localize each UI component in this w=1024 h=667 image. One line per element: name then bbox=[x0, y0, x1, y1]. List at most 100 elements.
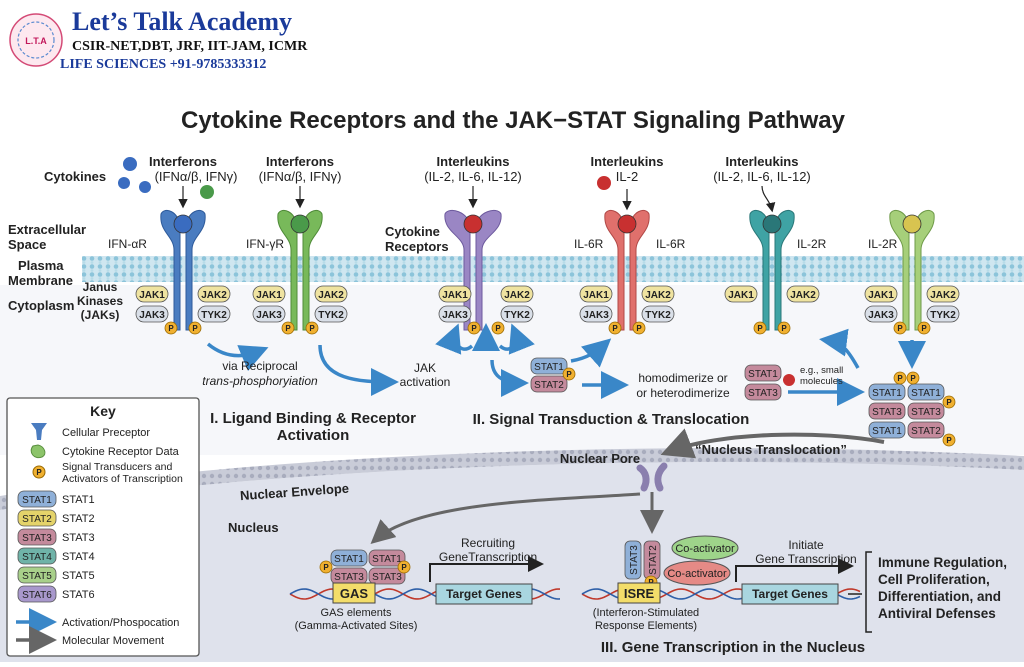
reciprocal-arrow bbox=[206, 342, 269, 371]
jak-chip-jak2-label: JAK2 bbox=[201, 290, 227, 301]
jak-chip-jak3-label: JAK3 bbox=[442, 310, 468, 321]
jak-chip-jak1: JAK1 bbox=[252, 285, 286, 303]
phosphate-label: P bbox=[946, 436, 952, 445]
isre-target-genes bbox=[741, 583, 839, 605]
jak-chip-tyk2: TYK2 bbox=[926, 305, 960, 323]
phosphate-label: P bbox=[495, 324, 501, 333]
gas-label: GAS bbox=[340, 586, 369, 601]
jak-chip-tyk2-label: TYK2 bbox=[645, 310, 671, 321]
cytokine-receptor bbox=[604, 210, 650, 331]
phosphate-group: P bbox=[753, 321, 767, 335]
receptor-label-il2r-2: IL-2R bbox=[868, 237, 898, 251]
nucleus-label: Nucleus bbox=[228, 520, 279, 535]
key-stat-badge: STAT6 bbox=[22, 590, 52, 601]
cytokine-ligand bbox=[139, 181, 151, 193]
phosphate-label: P bbox=[921, 324, 927, 333]
bound-cytokine bbox=[902, 214, 922, 234]
cytokine-ligand bbox=[597, 176, 611, 190]
gas-box bbox=[332, 582, 376, 604]
phosphate-label: P bbox=[897, 324, 903, 333]
phosphate-group: P bbox=[632, 321, 646, 335]
phosphate-group: P bbox=[397, 560, 411, 574]
header-interferons-2-sub: (IFNα/β, IFNγ) bbox=[259, 169, 342, 184]
phosphate-label: P bbox=[757, 324, 763, 333]
key-receptor-label: Cellular Preceptor bbox=[62, 427, 150, 439]
jak-chip-tyk2: TYK2 bbox=[641, 305, 675, 323]
translocation-arrow bbox=[660, 428, 885, 459]
nucleus-region bbox=[0, 462, 1024, 662]
isre-target-label: Target Genes bbox=[752, 587, 828, 601]
brand-subtitle: CSIR-NET,DBT, JRF, IIT-JAM, ICMR bbox=[72, 39, 308, 54]
phosphate-label: P bbox=[897, 374, 903, 383]
phosphate-label: P bbox=[401, 563, 407, 572]
cytoplasm-label: Cytoplasm bbox=[8, 298, 74, 313]
stat-chip-stat3: STAT3 bbox=[368, 567, 406, 585]
cytokine-receptor bbox=[889, 210, 935, 331]
stat-chip-stat3: STAT3 bbox=[624, 540, 642, 580]
key-stat-label: STAT6 bbox=[62, 589, 95, 601]
jak-chip-jak2: JAK2 bbox=[786, 285, 820, 303]
jak-chip-jak2-label: JAK2 bbox=[790, 290, 816, 301]
phosphate-group: P bbox=[164, 321, 178, 335]
stat-chip-stat2-label: STAT2 bbox=[911, 426, 941, 437]
receptor-label-ifn-gamma: IFN-γR bbox=[246, 237, 284, 251]
bound-cytokine bbox=[617, 214, 637, 234]
stat-chip-stat1-label: STAT1 bbox=[911, 388, 941, 399]
phosphate-group: P bbox=[906, 371, 920, 385]
phosphate-label: P bbox=[566, 370, 572, 379]
stat-chip-stat3: STAT3 bbox=[907, 402, 945, 420]
header-interferons-1: Interferons bbox=[149, 154, 217, 169]
brand-name: Let’s Talk Academy bbox=[72, 7, 292, 36]
stat-chip-stat2-label: STAT2 bbox=[648, 545, 659, 575]
stat-chip-stat3-label: STAT3 bbox=[334, 572, 364, 583]
stat-recruit-arrow bbox=[490, 359, 529, 397]
stat-chip-stat1-label: STAT1 bbox=[372, 554, 402, 565]
jak-chip-jak2: JAK2 bbox=[641, 285, 675, 303]
cytokine-receptor bbox=[277, 210, 323, 331]
jak-chip-jak2-label: JAK2 bbox=[318, 290, 344, 301]
jak-chip-jak1-label: JAK1 bbox=[583, 290, 609, 301]
jak-chip-jak1-label: JAK1 bbox=[868, 290, 894, 301]
key-stat-item: STAT1 STAT1 bbox=[17, 490, 95, 508]
phosphate-group: P bbox=[491, 321, 505, 335]
key-stat-label: STAT1 bbox=[62, 494, 95, 506]
phosphate-group: P bbox=[608, 321, 622, 335]
svg-text:L.T.A: L.T.A bbox=[25, 36, 47, 46]
jak-chip-tyk2: TYK2 bbox=[500, 305, 534, 323]
jak-activation-arrow bbox=[318, 344, 399, 396]
stat-chip-stat3-label: STAT3 bbox=[911, 407, 941, 418]
complex-feedback-arrow bbox=[819, 328, 860, 369]
coactivator-2 bbox=[663, 560, 731, 586]
jak-chip-jak3-label: JAK3 bbox=[583, 310, 609, 321]
key-stat-badge: STAT1 bbox=[22, 495, 52, 506]
gas-caption: GAS elements(Gamma-Activated Sites) bbox=[295, 607, 418, 632]
jak-chip-jak2: JAK2 bbox=[314, 285, 348, 303]
jak-chip-tyk2-label: TYK2 bbox=[930, 310, 956, 321]
stat-chip-stat1: STAT1 bbox=[530, 357, 568, 375]
stat-chip-stat1: STAT1 bbox=[330, 549, 368, 567]
nuclear-envelope bbox=[0, 448, 1024, 510]
nuclear-pore-label: Nuclear Pore bbox=[560, 451, 640, 466]
brand-logo: L.T.A bbox=[9, 13, 63, 67]
jak-chip-jak2-label: JAK2 bbox=[930, 290, 956, 301]
jak-chip-jak3-label: JAK3 bbox=[256, 310, 282, 321]
jak-chip-tyk2-label: TYK2 bbox=[318, 310, 344, 321]
outcomes-text: Immune Regulation,Cell Proliferation,Dif… bbox=[878, 555, 1007, 621]
key-stat-label: STAT2 bbox=[62, 513, 95, 525]
phosphate-group: P bbox=[942, 395, 956, 409]
jak-chip-jak1: JAK1 bbox=[579, 285, 613, 303]
